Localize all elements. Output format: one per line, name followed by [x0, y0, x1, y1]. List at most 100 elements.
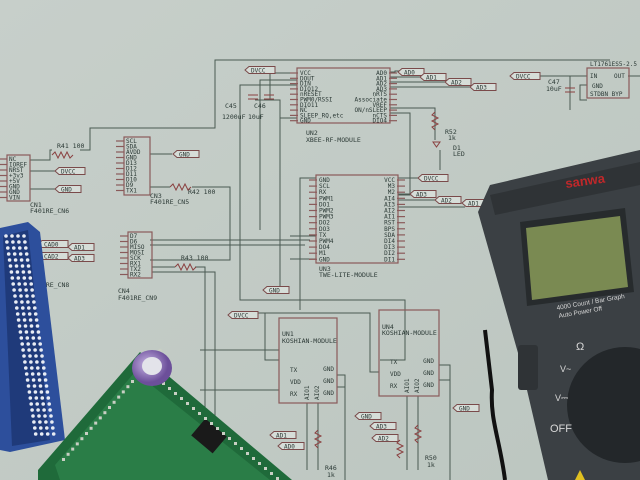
r50-label: R50: [425, 454, 437, 462]
protoboard-hole: [42, 366, 46, 370]
protoboard-hole: [5, 240, 9, 244]
pin-label: RX: [290, 391, 298, 398]
protoboard-hole: [51, 426, 55, 430]
protoboard-hole: [22, 234, 26, 238]
component-labels: UN2 XBEE-RF-MODULE UN3 TWE-LITE-MODULE U…: [30, 78, 562, 479]
resistor-r52: [430, 111, 440, 131]
pcb-pad: [186, 402, 189, 405]
pcb-pad: [264, 467, 267, 470]
net-label-ad2: AD2: [444, 78, 472, 86]
pcb-pad: [216, 427, 219, 430]
protoboard-hole: [27, 348, 31, 352]
protoboard-hole: [23, 240, 27, 244]
pcb-pad: [108, 406, 111, 409]
net-label-dvcc: DVCC: [417, 174, 449, 182]
r42-label: R42 100: [188, 188, 215, 196]
protoboard-hole: [28, 396, 33, 400]
protoboard-hole: [39, 426, 43, 430]
pcb-pad: [71, 447, 75, 451]
vdc-position[interactable]: V⎓: [555, 393, 568, 403]
net-label-dvcc: DVCC: [54, 167, 86, 175]
net-name: AD3: [376, 423, 387, 430]
protoboard-hole: [8, 264, 13, 268]
protoboard-hole: [37, 414, 41, 418]
protoboard-hole: [32, 300, 36, 304]
c47-label: C47: [548, 78, 560, 86]
pin-label: SCL: [126, 138, 137, 145]
capacitor-symbols: [248, 87, 575, 100]
protoboard-hole: [10, 234, 14, 238]
protoboard-hole: [48, 408, 52, 412]
pcb-pad: [240, 447, 243, 450]
off-position[interactable]: OFF: [550, 423, 572, 435]
pin-label: GND: [423, 370, 434, 377]
un1-ref: UN1: [282, 330, 294, 338]
pin-label: GND: [592, 83, 603, 90]
protoboard-hole: [19, 258, 24, 262]
r46-label: R46: [325, 464, 337, 472]
protoboard-hole: [21, 270, 26, 274]
c46-label: C46: [254, 102, 266, 110]
ohm-position[interactable]: Ω: [576, 341, 584, 353]
d1-label: D1: [453, 144, 461, 152]
protoboard-hole: [32, 342, 36, 346]
pcb-pad: [94, 421, 98, 425]
un2-ref: UN2: [306, 129, 318, 137]
pin-label: DIO11: [300, 102, 318, 109]
resistor-r50: [413, 424, 423, 444]
pin-label: NC: [9, 156, 17, 163]
protoboard-hole: [27, 390, 32, 394]
protoboard-hole: [39, 390, 44, 394]
protoboard-hole: [31, 414, 35, 418]
net-name: GND: [179, 151, 190, 158]
pcb-pad: [98, 416, 102, 420]
pin-label: D11: [126, 171, 137, 178]
vac-position[interactable]: V~: [560, 364, 571, 374]
net-label-gnd: GND: [452, 404, 480, 412]
pin-label: SDA: [126, 144, 137, 151]
protoboard-hole: [41, 360, 45, 364]
pin-label: DI2: [384, 250, 395, 257]
pin-label: AI2: [384, 208, 395, 215]
pcb-pad: [192, 407, 195, 410]
pin-label: VIN: [9, 195, 20, 202]
resistor-r41: [51, 150, 74, 160]
net-name: DVCC: [424, 175, 439, 182]
net-label-ad1: AD1: [67, 243, 95, 251]
protoboard-hole: [17, 282, 22, 286]
protoboard-hole: [27, 312, 32, 316]
protoboard-hole: [6, 246, 10, 250]
pin-label: TX: [290, 367, 298, 374]
net-name: AD2: [378, 435, 389, 442]
protoboard-hole: [24, 366, 28, 370]
protoboard-hole: [18, 252, 23, 256]
un4-ref: UN4: [382, 323, 394, 331]
protoboard-hole: [26, 300, 30, 304]
protoboard-hole: [40, 354, 44, 358]
pin-label: DO1: [319, 201, 330, 208]
net-name: DVCC: [251, 67, 266, 74]
protoboard-hole: [13, 258, 18, 262]
r43-label: R43 100: [181, 254, 208, 262]
un1-name: KOSHIAN-MODULE: [282, 337, 337, 345]
net-labels: DVCCDVCCAD0AD1AD2AD3GNDDVCCGNDDVCCAD3AD2…: [37, 66, 541, 450]
pin-label: SLEEP_RQ,etc: [300, 112, 344, 119]
twelite-module-un3: GNDSCLRXPWM1DO1PWM2PWM3DO2DO3TXPWM4DO4M1…: [309, 174, 405, 264]
pcb-pad: [112, 400, 116, 404]
protoboard-hole: [18, 288, 22, 292]
cn4-ref: CN4: [118, 287, 130, 295]
protoboard-hole: [22, 276, 27, 280]
pin-label: RX: [390, 383, 398, 390]
resistor-r46: [313, 429, 323, 449]
pcb-pad: [85, 432, 88, 435]
probe-cable: [483, 329, 507, 480]
pin-label: AIO1: [404, 378, 411, 393]
pin-label: nRESET: [300, 91, 322, 98]
pin-label: DO4: [319, 244, 330, 251]
protoboard-hole: [29, 282, 33, 286]
pin-label: AVDD: [126, 149, 141, 156]
